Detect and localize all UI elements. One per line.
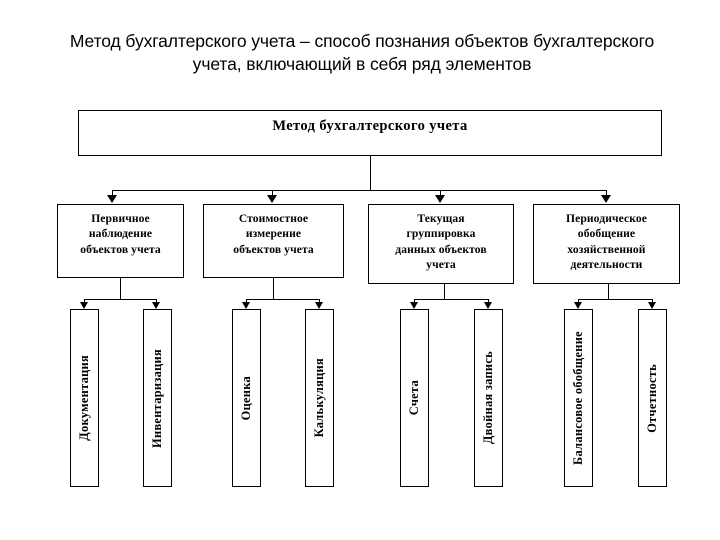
leaf-label-inventory: Инвентаризация bbox=[150, 348, 164, 448]
leaf-label-reporting: Отчетность bbox=[645, 363, 659, 433]
branch-1-line-1: Первичное bbox=[91, 212, 150, 225]
leaf-label-double-entry: Двойная запись bbox=[481, 351, 495, 445]
level1-arrow-1 bbox=[107, 195, 117, 203]
branch-1-split-bar bbox=[84, 299, 156, 300]
branch-2-line-2: измерение bbox=[245, 227, 302, 241]
branch-node-2: Стоимостное измерение объектов учета bbox=[203, 204, 344, 278]
branch-2-child-2-line bbox=[319, 299, 320, 304]
branch-3-line-4: учета bbox=[426, 258, 456, 272]
branch-1-line-2: наблюдение bbox=[88, 227, 153, 241]
leaf-label-valuation: Оценка bbox=[239, 375, 253, 421]
leaf-node-reporting: Отчетность bbox=[638, 309, 667, 487]
branch-1-child-1-line bbox=[84, 299, 85, 304]
leaf-label-balance-summary: Балансовое обобщение bbox=[571, 331, 585, 465]
branch-2-child-1-arrow bbox=[242, 302, 250, 309]
level1-drop-line-4 bbox=[606, 190, 607, 197]
branch-node-1-label: Первичное наблюдение объектов учета bbox=[80, 211, 161, 257]
branch-4-line-3: хозяйственной bbox=[567, 242, 646, 256]
level1-arrow-3 bbox=[435, 195, 445, 203]
branch-2-line-1: Стоимостное bbox=[238, 212, 309, 225]
branch-3-line-1: Текущая bbox=[417, 212, 465, 225]
branch-4-line-1: Периодическое bbox=[565, 212, 648, 225]
leaf-label-costing: Калькуляция bbox=[312, 358, 326, 438]
branch-3-child-2-line bbox=[488, 299, 489, 304]
branch-2-line-3: объектов учета bbox=[233, 242, 314, 256]
branch-3-line-2: группировка bbox=[406, 227, 476, 241]
branch-node-4-label: Периодическое обобщение хозяйственной де… bbox=[566, 211, 647, 273]
root-node-label: Метод бухгалтерского учета bbox=[272, 118, 468, 134]
branch-3-child-1-line bbox=[414, 299, 415, 304]
branch-4-split-bar bbox=[578, 299, 652, 300]
branch-4-line-2: обобщение bbox=[577, 227, 636, 241]
branch-4-stem-line bbox=[608, 284, 609, 300]
branch-4-child-1-arrow bbox=[574, 302, 582, 309]
leaf-node-balance-summary: Балансовое обобщение bbox=[564, 309, 593, 487]
branch-node-4: Периодическое обобщение хозяйственной де… bbox=[533, 204, 680, 284]
level1-arrow-2 bbox=[267, 195, 277, 203]
leaf-node-costing: Калькуляция bbox=[305, 309, 334, 487]
level1-drop-line-1 bbox=[112, 190, 113, 197]
branch-1-stem-line bbox=[120, 278, 121, 300]
leaf-label-accounts: Счета bbox=[407, 380, 421, 416]
branch-4-child-2-line bbox=[652, 299, 653, 304]
branch-2-split-bar bbox=[246, 299, 319, 300]
branch-2-stem-line bbox=[273, 278, 274, 300]
branch-node-3: Текущая группировка данных объектов учет… bbox=[368, 204, 514, 284]
branch-1-child-2-arrow bbox=[152, 302, 160, 309]
branch-4-line-4: деятельности bbox=[570, 258, 643, 272]
level1-drop-line-2 bbox=[272, 190, 273, 197]
leaf-node-valuation: Оценка bbox=[232, 309, 261, 487]
branch-node-2-label: Стоимостное измерение объектов учета bbox=[233, 211, 314, 257]
branch-2-child-1-line bbox=[246, 299, 247, 304]
branch-4-child-2-arrow bbox=[648, 302, 656, 309]
branch-3-child-1-arrow bbox=[410, 302, 418, 309]
branch-node-3-label: Текущая группировка данных объектов учет… bbox=[395, 211, 486, 273]
level1-arrow-4 bbox=[601, 195, 611, 203]
branch-1-line-3: объектов учета bbox=[80, 242, 161, 256]
leaf-node-double-entry: Двойная запись bbox=[474, 309, 503, 487]
leaf-node-accounts: Счета bbox=[400, 309, 429, 487]
branch-node-1: Первичное наблюдение объектов учета bbox=[57, 204, 184, 278]
level1-drop-line-3 bbox=[440, 190, 441, 197]
branch-3-split-bar bbox=[414, 299, 488, 300]
root-node-box: Метод бухгалтерского учета bbox=[78, 110, 662, 156]
leaf-label-documentation: Документация bbox=[77, 355, 91, 441]
branch-3-line-3: данных объектов bbox=[395, 242, 487, 256]
branch-4-child-1-line bbox=[578, 299, 579, 304]
branch-1-child-2-line bbox=[156, 299, 157, 304]
branch-1-child-1-arrow bbox=[80, 302, 88, 309]
page-title: Метод бухгалтерского учета – способ позн… bbox=[69, 31, 655, 75]
branch-3-child-2-arrow bbox=[484, 302, 492, 309]
branch-3-stem-line bbox=[444, 284, 445, 300]
level1-distribution-bar bbox=[112, 190, 606, 191]
leaf-node-inventory: Инвентаризация bbox=[143, 309, 172, 487]
branch-2-child-2-arrow bbox=[315, 302, 323, 309]
leaf-node-documentation: Документация bbox=[70, 309, 99, 487]
root-stem-line bbox=[370, 156, 371, 191]
